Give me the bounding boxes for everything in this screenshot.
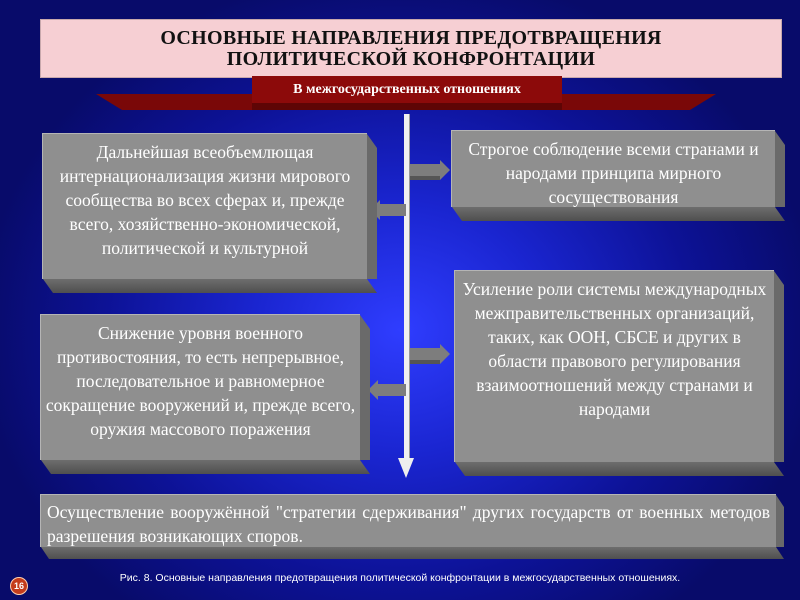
arrow-right-icon [410,160,450,180]
box-bottom-text: Осуществление вооружённой "стратегии сде… [47,502,770,546]
box-left-bottom: Снижение уровня военного противостояния,… [40,314,370,460]
box-right-bottom: Усиление роли системы международных межп… [454,270,784,462]
box-right-bottom-text: Усиление роли системы международных межп… [462,279,767,419]
arrow-left-icon [370,200,406,220]
box-left-top-text: Дальнейшая всеобъемлющая интернационализ… [59,142,351,258]
box-bottom: Осуществление вооружённой "стратегии сде… [40,494,784,547]
box-right-top-text: Строгое соблюдение всеми странами и наро… [468,139,759,207]
title-line-2: ПОЛИТИЧЕСКОЙ КОНФРОНТАЦИИ [226,47,596,70]
box-right-top: Строгое соблюдение всеми странами и наро… [451,130,785,207]
arrow-right-icon [410,344,450,364]
box-left-top: Дальнейшая всеобъемлющая интернационализ… [42,133,377,279]
banner-label: В межгосударственных отношениях [293,81,521,97]
slide-title: ОСНОВНЫЕ НАПРАВЛЕНИЯ ПРЕДОТВРАЩЕНИЯ ПОЛИ… [40,19,782,78]
arrow-left-icon [368,380,406,400]
figure-caption: Рис. 8. Основные направления предотвраще… [119,572,681,584]
down-arrow-icon [398,458,414,478]
page-number-badge: 16 [10,577,28,595]
box-left-bottom-text: Снижение уровня военного противостояния,… [45,323,356,439]
vertical-connector-line [404,114,409,460]
title-line-1: ОСНОВНЫЕ НАПРАВЛЕНИЯ ПРЕДОТВРАЩЕНИЯ [160,26,662,49]
